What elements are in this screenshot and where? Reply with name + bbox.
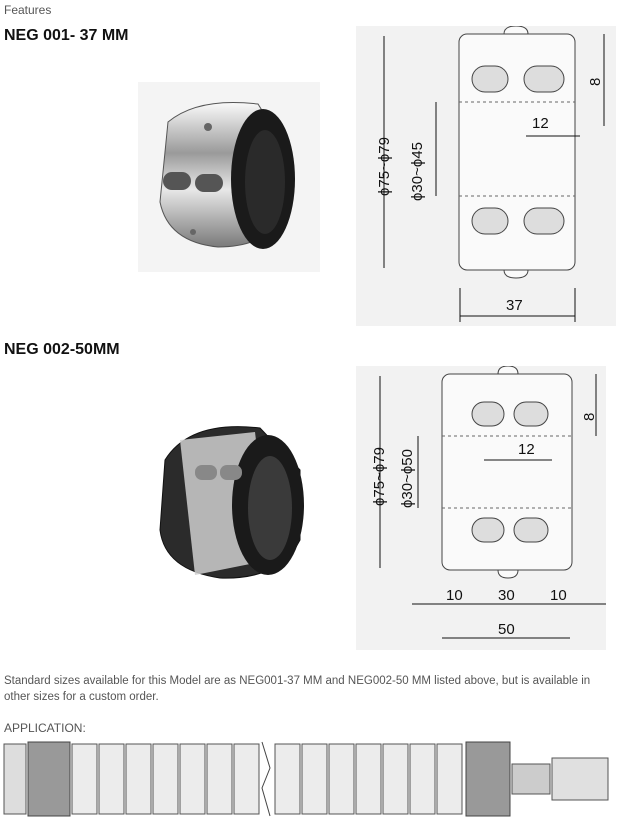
product2-technical-drawing: ϕ75~ϕ79 ϕ30~ϕ50 8 12 10 30 10 50 <box>371 365 606 639</box>
product2-dim-seg-left: 10 <box>446 587 463 604</box>
product2-dim-slot-gap: 12 <box>518 441 535 458</box>
product2-dim-outer: ϕ75~ϕ79 <box>371 447 388 506</box>
product2-photo <box>150 410 320 585</box>
product1-photo <box>138 82 320 272</box>
product1-title: NEG 001- 37 MM <box>4 27 129 44</box>
product1-dim-width: 37 <box>506 297 523 314</box>
product2-dim-inner: ϕ30~ϕ50 <box>399 449 416 508</box>
product1-dim-slot-height: 8 <box>587 78 604 86</box>
magnetic-ring-rubber-image <box>159 426 304 579</box>
product2-dim-seg-right: 10 <box>550 587 567 604</box>
product2-dim-seg-mid: 30 <box>498 587 515 604</box>
application-image <box>0 738 643 819</box>
magnetic-ring-steel-image <box>159 101 295 249</box>
product2-dim-slot-height: 8 <box>581 413 598 421</box>
description-text: Standard sizes available for this Model … <box>4 675 591 703</box>
product2-title: NEG 002-50MM <box>4 341 120 358</box>
product1-dim-inner: ϕ30~ϕ45 <box>409 142 426 201</box>
product1-drawing: ϕ75~ϕ79 ϕ30~ϕ45 8 12 37 <box>356 25 616 326</box>
product2-dim-width: 50 <box>498 621 515 638</box>
product1-dim-outer: ϕ75~ϕ79 <box>376 137 393 196</box>
roller-assembly-image <box>3 741 609 817</box>
product2-drawing: ϕ75~ϕ79 ϕ30~ϕ50 8 12 10 30 10 50 <box>356 365 606 650</box>
product1-technical-drawing: ϕ75~ϕ79 ϕ30~ϕ45 8 12 37 <box>376 25 605 322</box>
product1-dim-slot-gap: 12 <box>532 115 549 132</box>
application-label: APPLICATION: <box>4 721 86 735</box>
section-label: Features <box>4 3 52 17</box>
